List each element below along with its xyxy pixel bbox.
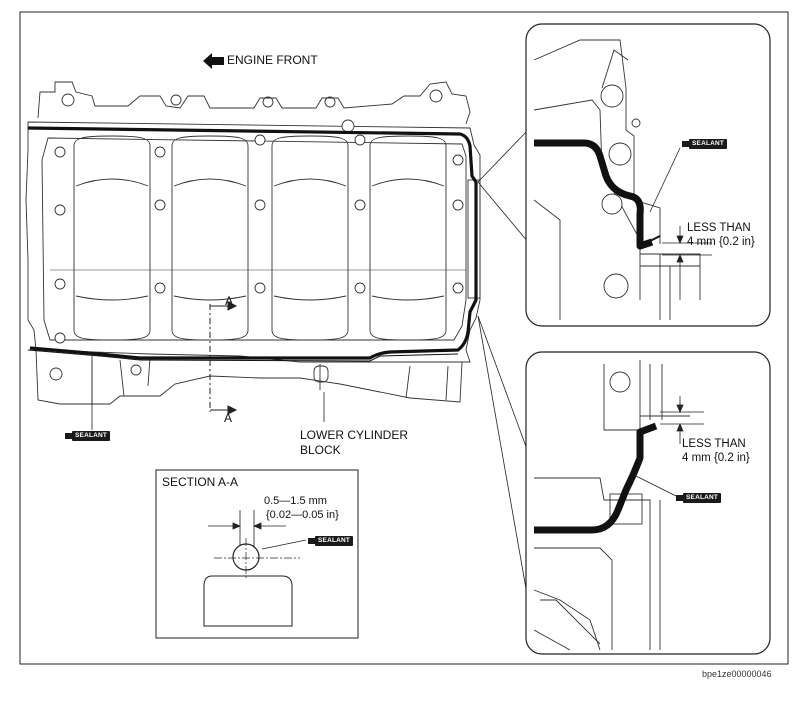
section-aa-panel: [155, 469, 359, 639]
section-mark-bottom: A: [224, 411, 233, 425]
detail-callout-lines: [477, 129, 529, 601]
sealant-nozzle-icon: [682, 141, 689, 147]
sealant-nozzle-icon: [676, 495, 683, 501]
upper-detail-label-line2: 4 mm {0.2 in}: [687, 236, 755, 248]
figure-frame: [19, 11, 789, 665]
sealant-tag-lower: SEALANT: [683, 493, 722, 503]
sealant-tag-main: SEALANT: [72, 431, 111, 441]
sealant-nozzle-icon: [308, 538, 315, 544]
section-cut-line: [209, 301, 238, 415]
image-code: bpe1ze00000046: [702, 669, 772, 679]
lower-detail-panel: [525, 351, 771, 655]
lower-detail-label-line2: 4 mm {0.2 in}: [682, 452, 750, 464]
lower-cylinder-block: [25, 81, 481, 405]
upper-detail-panel: [525, 23, 771, 327]
lower-detail-label-line1: LESS THAN: [682, 438, 746, 450]
gap-dimension-line2: {0.02—0.05 in}: [266, 509, 339, 521]
upper-detail-label-line1: LESS THAN: [687, 222, 751, 234]
sealant-tag-section: SEALANT: [315, 536, 354, 546]
part-name-line1: LOWER CYLINDER: [300, 428, 409, 442]
engine-front-label: ENGINE FRONT: [227, 53, 318, 67]
gap-dimension-line1: 0.5—1.5 mm: [264, 495, 327, 507]
sealant-bead-main: [27, 126, 478, 360]
sealant-bead-lower: [534, 422, 658, 534]
engine-front-arrow: [203, 53, 224, 69]
sealant-tag-upper: SEALANT: [689, 139, 728, 149]
sealant-nozzle-icon: [65, 433, 72, 439]
sealant-bead-upper: [534, 139, 654, 250]
section-title: SECTION A-A: [162, 475, 239, 489]
part-name-line2: BLOCK: [300, 443, 341, 457]
section-mark-top: A: [225, 294, 234, 308]
